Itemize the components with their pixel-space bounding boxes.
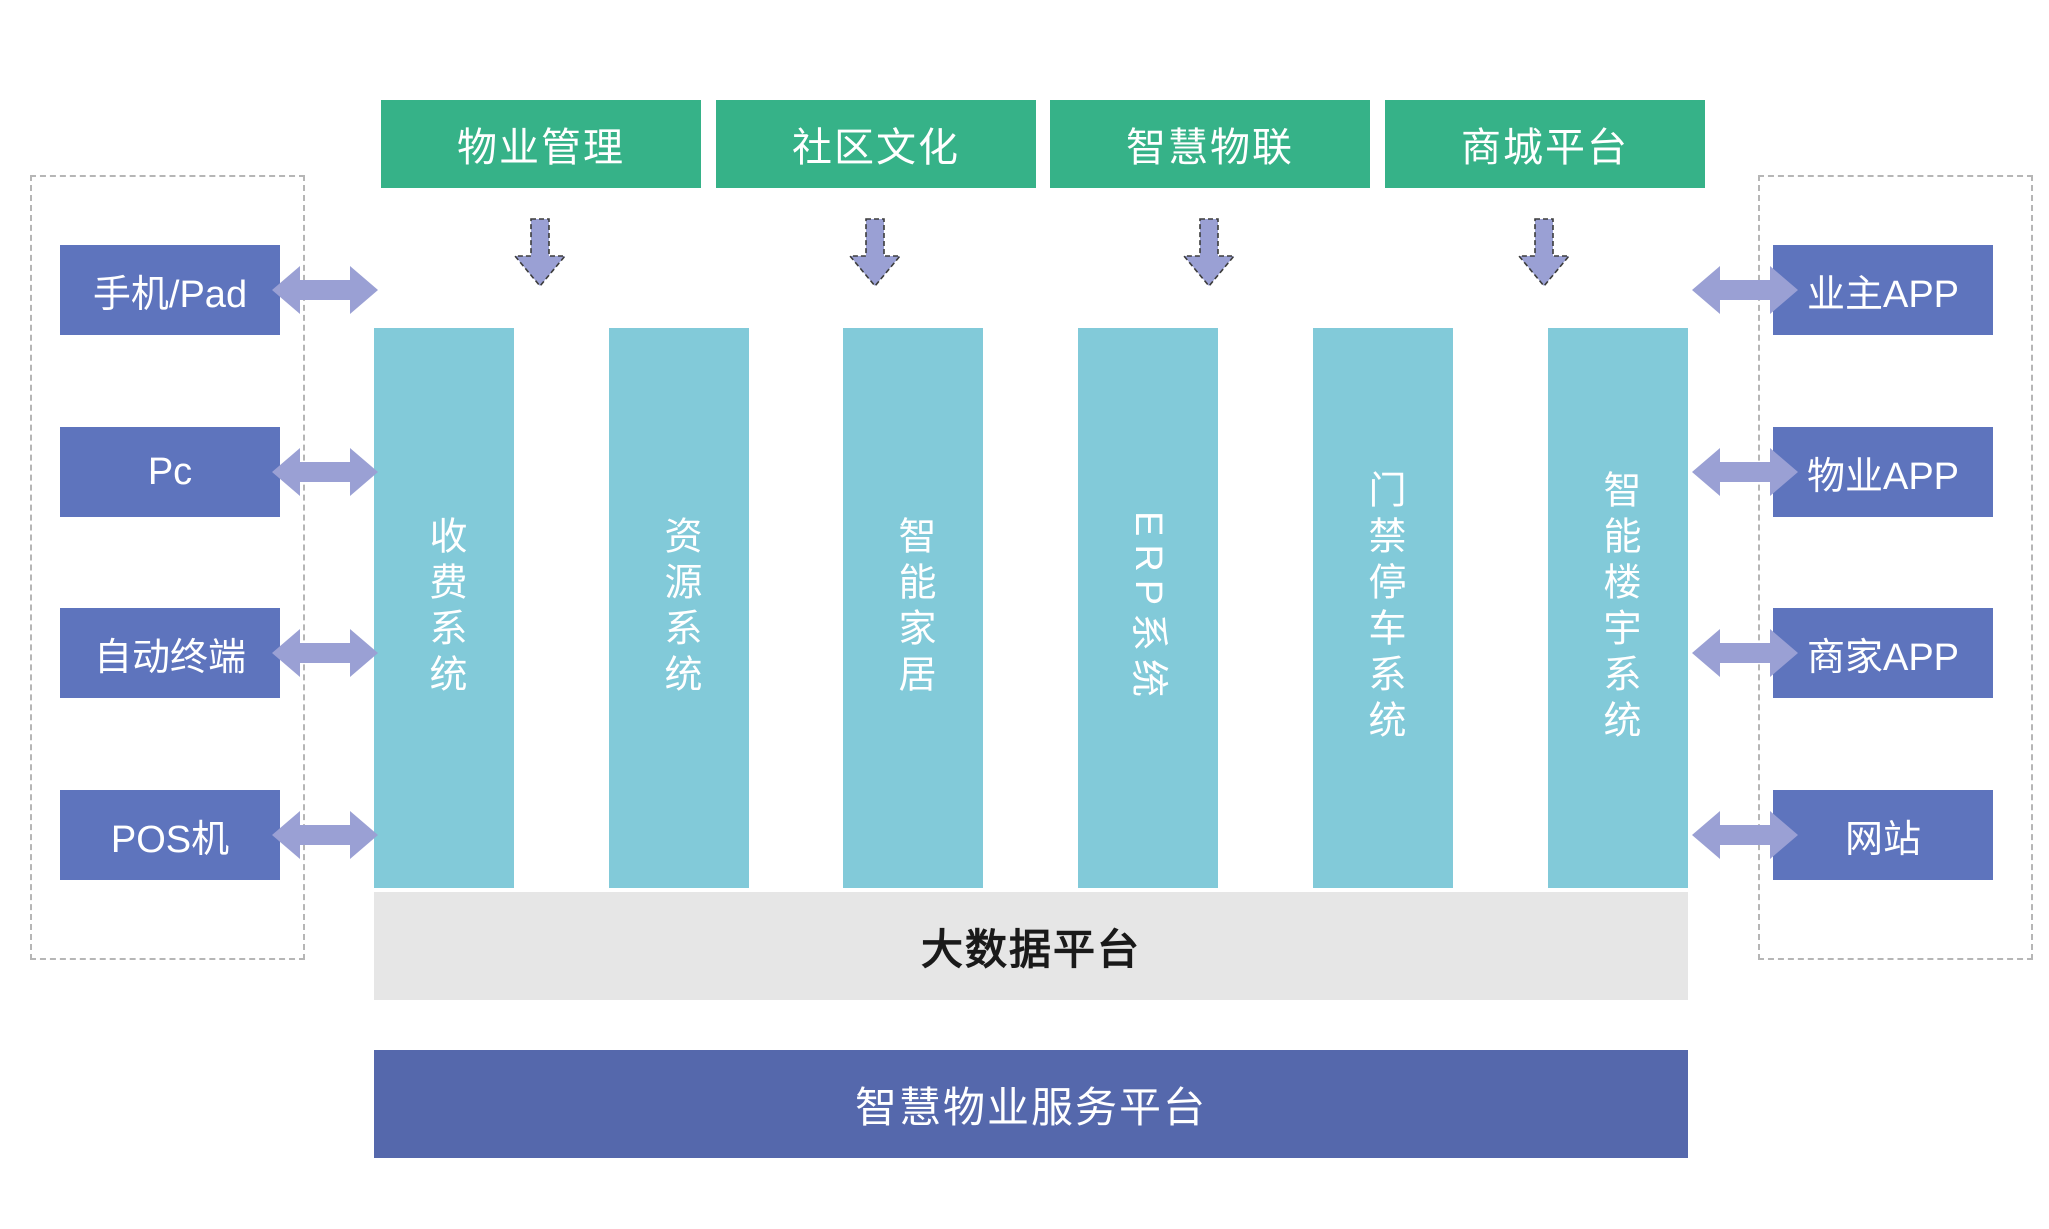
system-label: 智能楼宇系统 — [1597, 470, 1639, 746]
capability-box-community-culture[interactable]: 社区文化 — [716, 100, 1036, 188]
down-arrow-icon — [1516, 218, 1572, 288]
system-label: 收费系统 — [423, 516, 465, 700]
smart-property-service-platform-label: 智慧物业服务平台 — [854, 1083, 1207, 1131]
double-arrow-icon — [270, 443, 380, 501]
double-arrow-icon — [270, 806, 380, 864]
system-column-access-parking[interactable]: 门禁停车系统 — [1313, 328, 1453, 888]
terminal-label: 业主APP — [1806, 273, 1960, 316]
system-column-erp[interactable]: ERP系统 — [1078, 328, 1218, 888]
terminal-box-mobile-pad[interactable]: 手机/Pad — [60, 245, 280, 335]
terminal-label: POS机 — [110, 818, 230, 861]
terminal-label: 网站 — [1844, 818, 1921, 861]
capability-box-property-management[interactable]: 物业管理 — [381, 100, 701, 188]
terminal-box-pc[interactable]: Pc — [60, 427, 280, 517]
terminal-box-pos[interactable]: POS机 — [60, 790, 280, 880]
down-arrow-icon — [512, 218, 568, 288]
terminal-label: 手机/Pad — [92, 273, 248, 316]
system-label: 门禁停车系统 — [1362, 470, 1404, 746]
double-arrow-icon — [1690, 443, 1800, 501]
terminal-box-owner-app[interactable]: 业主APP — [1773, 245, 1993, 335]
capability-label: 商城平台 — [1461, 126, 1629, 170]
down-arrow-icon — [1181, 218, 1237, 288]
system-label: ERP系统 — [1127, 510, 1169, 706]
double-arrow-icon — [270, 624, 380, 682]
system-column-smart-building[interactable]: 智能楼宇系统 — [1548, 328, 1688, 888]
down-arrow-icon — [847, 218, 903, 288]
terminal-label: 商家APP — [1806, 636, 1960, 679]
double-arrow-icon — [270, 261, 380, 319]
double-arrow-icon — [1690, 806, 1800, 864]
system-label: 智能家居 — [892, 516, 934, 700]
terminal-box-property-app[interactable]: 物业APP — [1773, 427, 1993, 517]
bigdata-platform-label: 大数据平台 — [920, 925, 1141, 973]
system-column-resource[interactable]: 资源系统 — [609, 328, 749, 888]
capability-label: 物业管理 — [457, 126, 625, 170]
capability-box-mall-platform[interactable]: 商城平台 — [1385, 100, 1705, 188]
left-terminal-group-frame — [30, 175, 305, 960]
system-column-smart-home[interactable]: 智能家居 — [843, 328, 983, 888]
terminal-label: 物业APP — [1806, 455, 1960, 498]
capability-box-smart-iot[interactable]: 智慧物联 — [1050, 100, 1370, 188]
system-label: 资源系统 — [658, 516, 700, 700]
capability-label: 智慧物联 — [1126, 126, 1294, 170]
terminal-box-merchant-app[interactable]: 商家APP — [1773, 608, 1993, 698]
terminal-label: 自动终端 — [93, 636, 246, 679]
right-terminal-group-frame — [1758, 175, 2033, 960]
double-arrow-icon — [1690, 261, 1800, 319]
terminal-box-website[interactable]: 网站 — [1773, 790, 1993, 880]
terminal-label: Pc — [147, 450, 193, 493]
capability-label: 社区文化 — [792, 126, 960, 170]
terminal-box-self-service-kiosk[interactable]: 自动终端 — [60, 608, 280, 698]
bigdata-platform-bar[interactable]: 大数据平台 — [374, 892, 1688, 1000]
double-arrow-icon — [1690, 624, 1800, 682]
system-column-charging[interactable]: 收费系统 — [374, 328, 514, 888]
smart-property-service-platform-bar[interactable]: 智慧物业服务平台 — [374, 1050, 1688, 1158]
